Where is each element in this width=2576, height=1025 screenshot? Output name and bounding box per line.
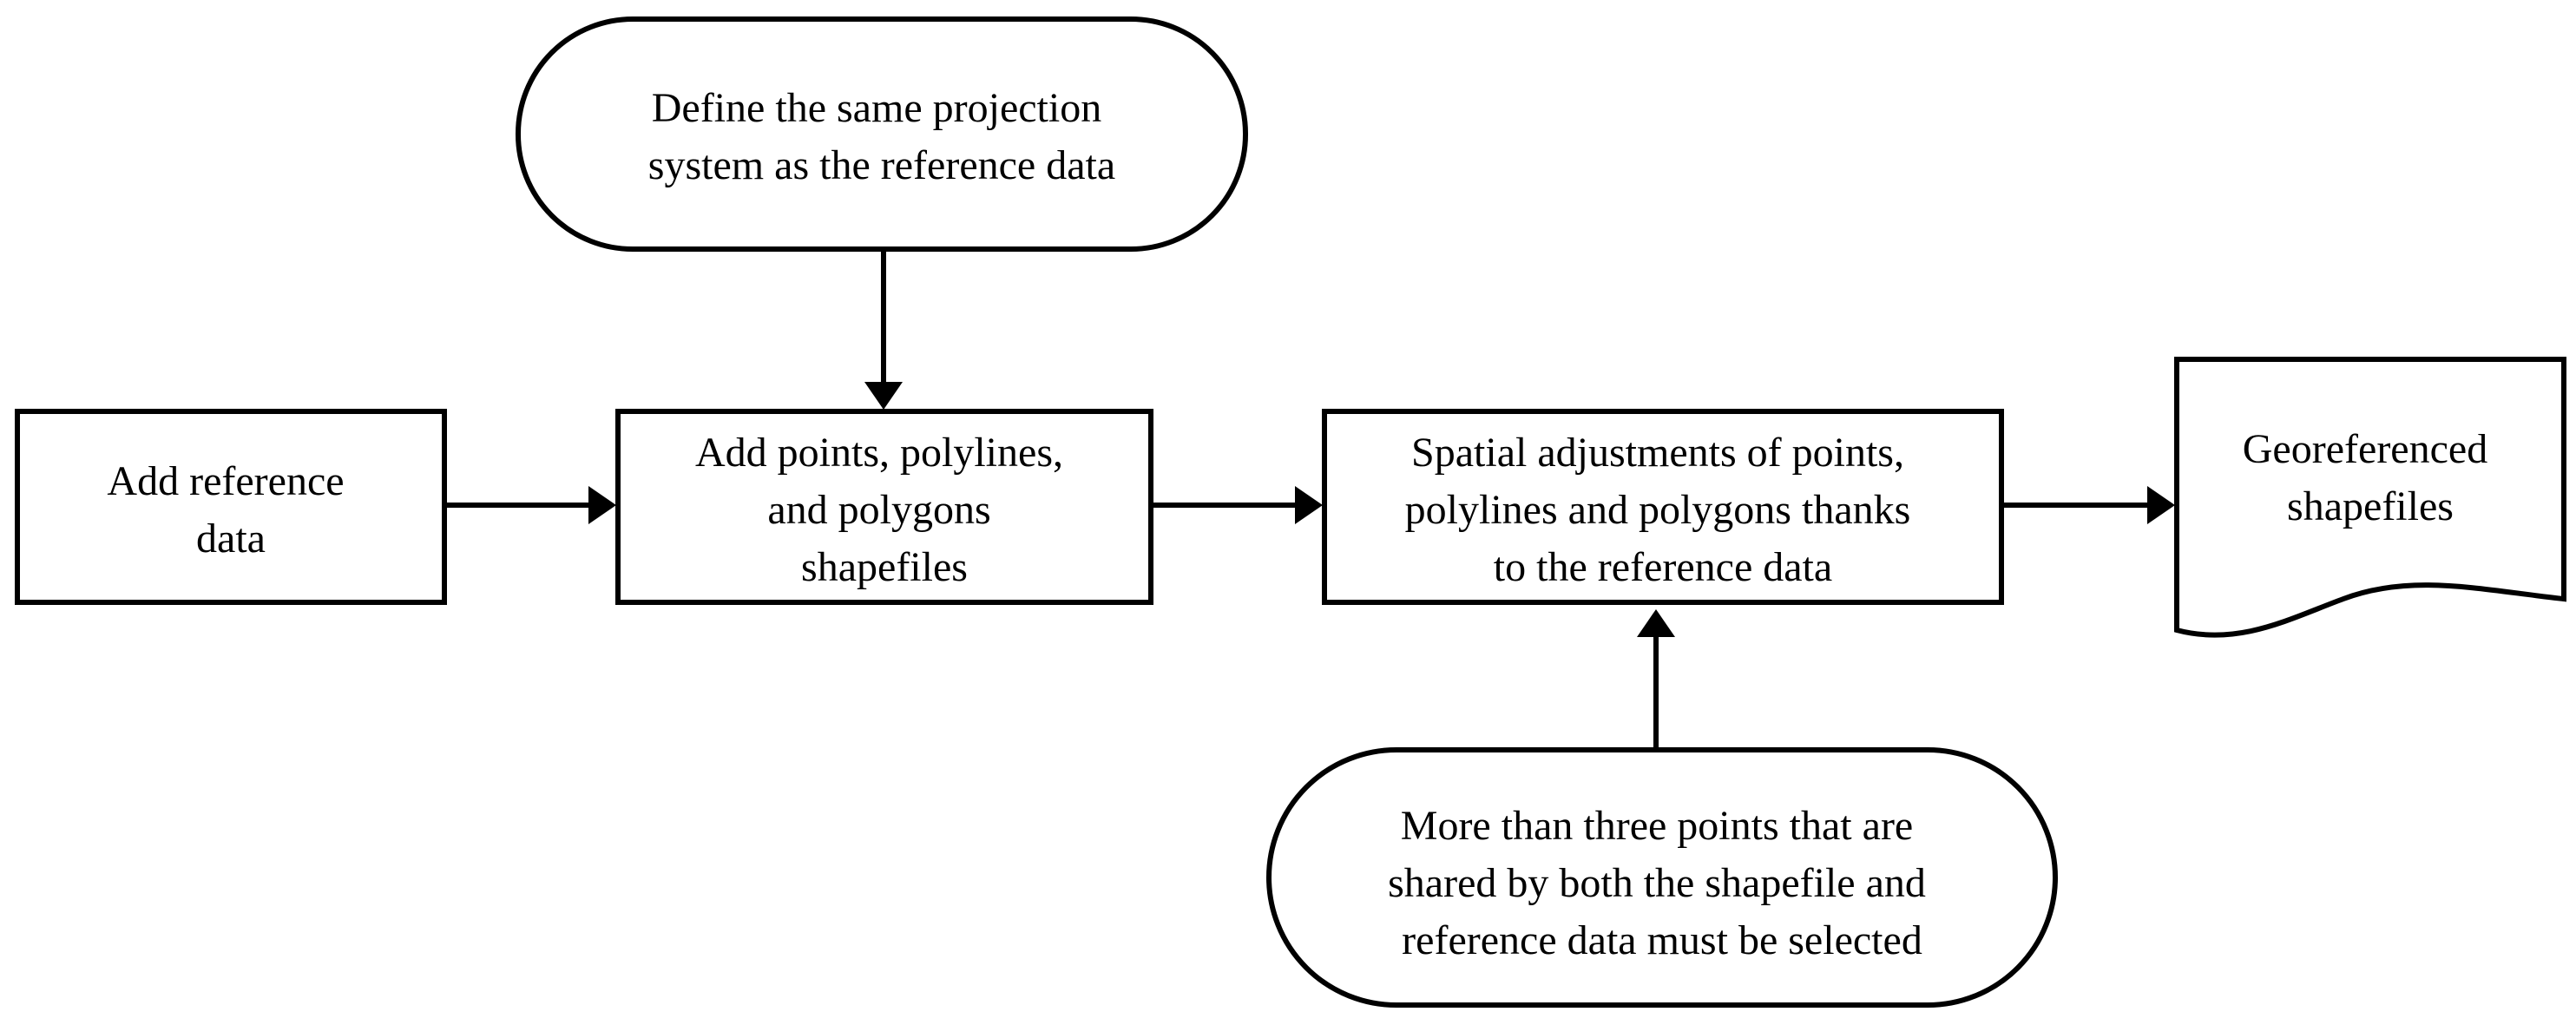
label-line: shapefiles bbox=[2287, 483, 2454, 529]
label-line: data bbox=[196, 516, 266, 562]
node-define-projection: Define the same projection system as the… bbox=[516, 16, 1248, 252]
process-box bbox=[1322, 409, 2004, 605]
process-box bbox=[615, 409, 1153, 605]
label-line: Spatial adjustments of points, bbox=[1411, 430, 1904, 476]
node-spatial-adjustments: Spatial adjustments of points, polylines… bbox=[1322, 409, 2004, 605]
label-line: reference data must be selected bbox=[1402, 917, 1922, 963]
node-label: Add points, polylines, and polygons shap… bbox=[695, 430, 1074, 590]
node-label: Define the same projection system as the… bbox=[648, 85, 1115, 188]
label-line: shared by both the shapefile and bbox=[1388, 860, 1926, 906]
connector-shared-points-to-adjustments bbox=[1637, 609, 1675, 748]
label-line: shapefiles bbox=[801, 544, 968, 590]
node-label: Add reference data bbox=[107, 458, 354, 562]
label-line: polylines and polygons thanks bbox=[1405, 487, 1911, 533]
node-add-shapefiles: Add points, polylines, and polygons shap… bbox=[615, 409, 1153, 605]
node-add-reference-data: Add reference data bbox=[15, 409, 447, 605]
process-box bbox=[15, 409, 447, 605]
node-label: Georeferenced shapefiles bbox=[2243, 426, 2498, 529]
label-line: Add points, polylines, bbox=[695, 430, 1063, 476]
label-line: Define the same projection bbox=[652, 85, 1101, 131]
label-line: to the reference data bbox=[1494, 544, 1832, 590]
document-shape bbox=[2174, 357, 2566, 638]
connector-adjustments-to-georeferenced bbox=[2001, 486, 2175, 524]
node-georeferenced-shapefiles: Georeferenced shapefiles bbox=[2174, 357, 2566, 638]
node-label: More than three points that are shared b… bbox=[1388, 803, 1936, 963]
terminator-shape bbox=[516, 16, 1248, 252]
label-line: and polygons bbox=[767, 487, 990, 533]
label-line: Georeferenced bbox=[2243, 426, 2487, 472]
label-line: More than three points that are bbox=[1401, 803, 1913, 849]
connector-projection-to-shapefiles bbox=[864, 249, 903, 410]
terminator-shape bbox=[1266, 747, 2058, 1008]
node-shared-points: More than three points that are shared b… bbox=[1266, 747, 2058, 1008]
label-line: system as the reference data bbox=[648, 142, 1115, 188]
connector-shapefiles-to-adjustments bbox=[1151, 486, 1323, 524]
label-line: Add reference bbox=[107, 458, 344, 504]
connector-reference-to-shapefiles bbox=[444, 486, 616, 524]
node-label: Spatial adjustments of points, polylines… bbox=[1405, 430, 1922, 590]
